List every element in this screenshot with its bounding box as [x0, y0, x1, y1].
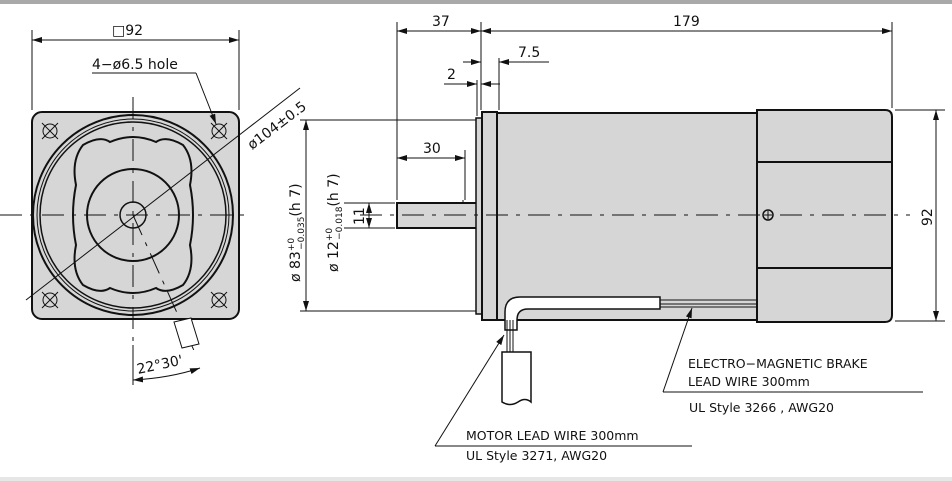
brake-note-line2: LEAD WIRE 300mm [688, 374, 810, 389]
dimension-92: 92 [920, 208, 936, 226]
motor-spec: UL Style 3271, AWG20 [466, 448, 607, 463]
bottom-bar [0, 477, 952, 481]
dimension-37: 37 [432, 14, 450, 30]
hole-label: 4−ø6.5 hole [92, 57, 178, 73]
mounting-hole-icon [41, 291, 59, 309]
square-dimension: □92 [112, 23, 143, 39]
dimension-7-5: 7.5 [518, 45, 540, 61]
mounting-hole-icon [210, 291, 228, 309]
brake-note-line1: ELECTRO−MAGNETIC BRAKE [688, 356, 868, 371]
dimension-30: 30 [423, 141, 441, 157]
dimension-179: 179 [673, 14, 700, 30]
mounting-hole-icon [41, 122, 59, 140]
shaft-diameter-label: ø 12+0−0.018(h 7) [325, 173, 345, 272]
pilot-diameter-label: ø 83+0−0.035(h 7) [287, 183, 307, 282]
front-view: □92 4−ø6.5 hole ø104±0.5 22°30' [0, 23, 310, 385]
dimension-11: 11 [352, 207, 368, 225]
brake-spec: UL Style 3266 , AWG20 [689, 400, 834, 415]
pcd-label: ø104±0.5 [245, 99, 310, 153]
motor-note: MOTOR LEAD WIRE 300mm [466, 428, 639, 443]
mounting-hole-icon [210, 122, 228, 140]
dimension-2: 2 [447, 67, 456, 83]
side-view: 37 179 7.5 2 30 11 ø 83+0−0.035(h 7) ø 1… [287, 14, 945, 463]
top-bar [0, 0, 952, 4]
